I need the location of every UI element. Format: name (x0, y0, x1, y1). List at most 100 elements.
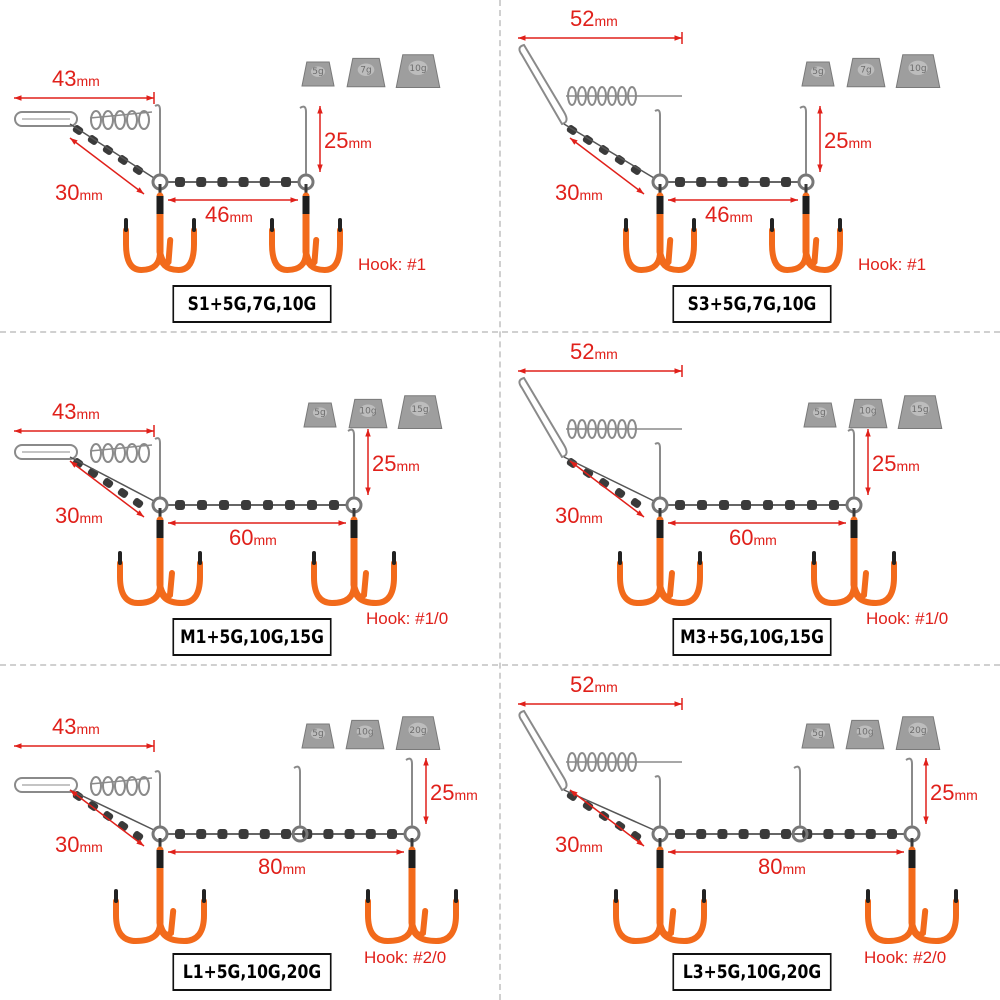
dimension-arrow-drop (817, 106, 823, 172)
horizontal-divider-2 (0, 664, 1000, 666)
sinker-weight-2: 10g (345, 719, 385, 750)
sinker-weight-2: 10g (845, 719, 885, 750)
sinker-weight-3: 10g (395, 54, 441, 88)
weight-label: 5g (814, 408, 825, 418)
swivel-chain (168, 829, 404, 839)
treble-hook-right (269, 184, 343, 274)
weight-label: 20g (409, 726, 426, 736)
weight-label: 7g (360, 66, 371, 76)
hook-size-label: Hook: #1 (858, 255, 927, 274)
sinker-weight-2: 7g (846, 57, 886, 88)
dimension-arrow-arm (69, 789, 145, 847)
model-label-box: S3+5G,7G,10G (672, 285, 832, 323)
dimension-arm: 30mm (555, 180, 603, 205)
model-label-box: M3+5G,10G,15G (672, 618, 832, 656)
sinker-weight-1: 5g (803, 402, 837, 428)
model-label-box: M1+5G,10G,15G (172, 618, 332, 656)
dimension-arrow-arm (569, 137, 645, 195)
rig-illustration: 5g 10g 20g (14, 716, 459, 945)
treble-hook-left (617, 508, 703, 607)
treble-hook-left (117, 508, 203, 607)
dimension-arrow-drop (423, 758, 429, 824)
dimension-span: 46mm (705, 202, 753, 227)
weight-label: 15g (911, 405, 928, 415)
dimension-top: 43mm (52, 714, 100, 739)
dimension-arm: 30mm (55, 180, 103, 205)
sinker-weight-3: 20g (395, 716, 441, 750)
treble-hook-left (623, 184, 697, 274)
dimension-arrow-top (14, 428, 154, 434)
split-ring-middle (291, 825, 309, 843)
dimension-arrow-drop (365, 429, 371, 495)
top-wire-right (299, 105, 307, 174)
dimension-arrow-span (168, 849, 404, 855)
dimension-top: 43mm (52, 66, 100, 91)
hook-size-label: Hook: #1/0 (866, 609, 949, 628)
weight-label: 15g (411, 405, 428, 415)
dimension-arrow-top (518, 701, 682, 707)
dimension-span: 60mm (229, 525, 277, 550)
sinker-weight-2: 7g (346, 57, 386, 88)
dimension-top: 43mm (52, 399, 100, 424)
dimension-arrow-top (518, 35, 682, 41)
dimension-arm: 30mm (55, 832, 103, 857)
top-wire-middle (793, 765, 801, 826)
hook-size-label: Hook: #2/0 (364, 948, 447, 967)
dimension-arrow-arm (69, 460, 145, 518)
top-wire-middle (293, 765, 301, 826)
treble-hook-left (123, 184, 197, 274)
dimension-arrow-arm (69, 137, 145, 195)
weight-label: 5g (312, 729, 323, 739)
dimension-arrow-drop (317, 106, 323, 172)
weight-label: 5g (812, 729, 823, 739)
horizontal-divider-1 (0, 331, 1000, 333)
model-label-box: L1+5G,10G,20G (172, 953, 332, 991)
dimension-arrow-span (668, 849, 904, 855)
dimension-arrow-arm (569, 789, 645, 847)
dimension-arrow-span (668, 520, 846, 526)
sinker-weight-1: 5g (801, 723, 835, 749)
weight-label: 5g (314, 408, 325, 418)
sinker-weight-1: 5g (301, 723, 335, 749)
top-wire-right (405, 757, 413, 826)
vertical-divider (499, 0, 501, 1000)
weight-label: 10g (909, 64, 926, 74)
hook-size-label: Hook: #2/0 (864, 948, 947, 967)
rig-illustration: 5g 7g 10g (14, 54, 441, 274)
dimension-top: 52mm (570, 672, 618, 697)
model-label-box: L3+5G,10G,20G (672, 953, 832, 991)
weight-label: 10g (409, 64, 426, 74)
dimension-drop: 25mm (324, 128, 372, 153)
dimension-arrow-drop (923, 758, 929, 824)
treble-hook-right (769, 184, 843, 274)
swivel-chain (668, 829, 904, 839)
rig-illustration: 5g 7g 10g (518, 32, 941, 274)
hook-size-label: Hook: #1/0 (366, 609, 449, 628)
dimension-drop: 25mm (430, 780, 478, 805)
dimension-drop: 25mm (930, 780, 978, 805)
swivel-chain (168, 177, 298, 187)
dimension-arm: 30mm (555, 832, 603, 857)
dimension-drop: 25mm (824, 128, 872, 153)
weight-label: 5g (812, 67, 823, 77)
sinker-weight-1: 5g (801, 61, 835, 87)
treble-hook-right (811, 508, 897, 607)
sinker-weight-1: 5g (301, 61, 335, 87)
dimension-arrow-span (668, 197, 798, 203)
dimension-drop: 25mm (372, 451, 420, 476)
snap-spiral-connector (518, 376, 682, 508)
treble-hook-right (865, 838, 959, 945)
snap-spiral-connector (14, 770, 161, 841)
dimension-arm: 30mm (555, 503, 603, 528)
split-ring-middle (791, 825, 809, 843)
top-wire-right (847, 428, 855, 497)
dimension-arrow-top (14, 95, 154, 101)
weight-label: 10g (859, 407, 876, 417)
dimension-arrow-span (168, 197, 298, 203)
treble-hook-left (113, 838, 207, 945)
